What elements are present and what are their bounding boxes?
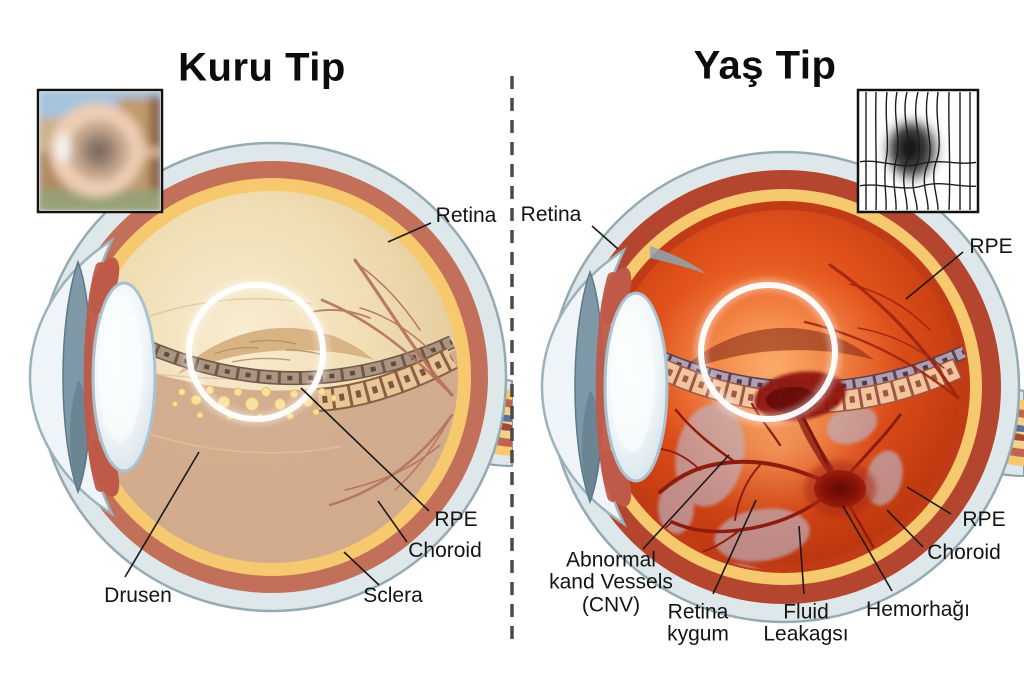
label-hemorrhage-wet: Hemorhağı [866, 597, 970, 621]
dry-type-title: Kuru Tip [178, 45, 346, 90]
label-rpe-wet: RPE [962, 507, 1006, 531]
retinal-vessels [311, 258, 454, 507]
dry-eye-illustration [30, 141, 513, 613]
label-retina-kygum-wet: Retina kygum [667, 600, 729, 646]
label-cnv-wet: Abnormal kand Vessels (CNV) [549, 548, 673, 617]
blurred-vision-photo-inset [36, 88, 164, 214]
label-choroid-dry: Choroid [408, 538, 482, 562]
label-drusen-dry: Drusen [104, 583, 172, 607]
wet-eye-illustration [542, 150, 1024, 624]
label-sclera-dry: Sclera [363, 583, 423, 607]
label-rpe-dry: RPE [434, 507, 478, 531]
label-retina-dry: Retina [435, 203, 497, 227]
label-choroid-wet: Choroid [927, 540, 1001, 564]
label-fluid-leakage-wet: Fluid Leakagsı [763, 600, 849, 646]
macula-highlight-ring [186, 282, 326, 422]
macula-mound-wet [678, 327, 874, 374]
label-rpe-top-wet: RPE [969, 234, 1013, 258]
hemorrhage-blob [804, 461, 876, 517]
amsler-grid-inset [856, 88, 980, 214]
wet-type-title: Yaş Tip [693, 43, 837, 88]
label-retina-wet: Retina [520, 202, 582, 226]
macula-highlight-ring-wet [698, 282, 838, 422]
leader-lines [124, 222, 964, 595]
